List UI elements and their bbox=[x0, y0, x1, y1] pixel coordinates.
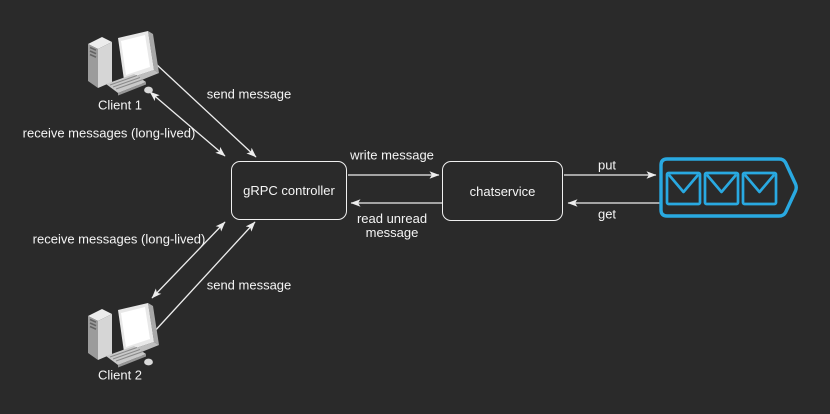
client2-label: Client 2 bbox=[97, 367, 143, 383]
edge-label-read-unread: read unread message bbox=[356, 210, 428, 240]
node-grpc-controller: gRPC controller bbox=[231, 161, 347, 220]
edge-label-client2-receive: receive messages (long-lived) bbox=[32, 231, 206, 247]
node-chatservice: chatservice bbox=[442, 161, 563, 221]
queue-envelope-1 bbox=[665, 171, 702, 206]
edge-label-client2-send: send message bbox=[206, 277, 292, 293]
grpc-controller-label: gRPC controller bbox=[243, 183, 335, 198]
client1-computer-icon bbox=[87, 30, 160, 97]
message-queue-icon bbox=[659, 157, 798, 218]
queue-outline bbox=[659, 157, 798, 218]
edge-client2-receive bbox=[151, 221, 226, 299]
edge-client2-send bbox=[152, 221, 256, 334]
edge-label-put: put bbox=[597, 157, 617, 173]
client2-computer-icon bbox=[87, 302, 160, 369]
edge-label-client1-receive: receive messages (long-lived) bbox=[22, 125, 196, 141]
edge-label-client1-send: send message bbox=[206, 86, 292, 102]
edge-client1-receive bbox=[149, 91, 226, 157]
edge-label-write-message: write message bbox=[350, 147, 434, 163]
chatservice-label: chatservice bbox=[469, 183, 536, 199]
queue-envelope-2 bbox=[703, 171, 740, 206]
edge-label-get: get bbox=[597, 206, 617, 222]
client1-label: Client 1 bbox=[97, 97, 143, 113]
queue-envelope-3 bbox=[741, 171, 778, 206]
